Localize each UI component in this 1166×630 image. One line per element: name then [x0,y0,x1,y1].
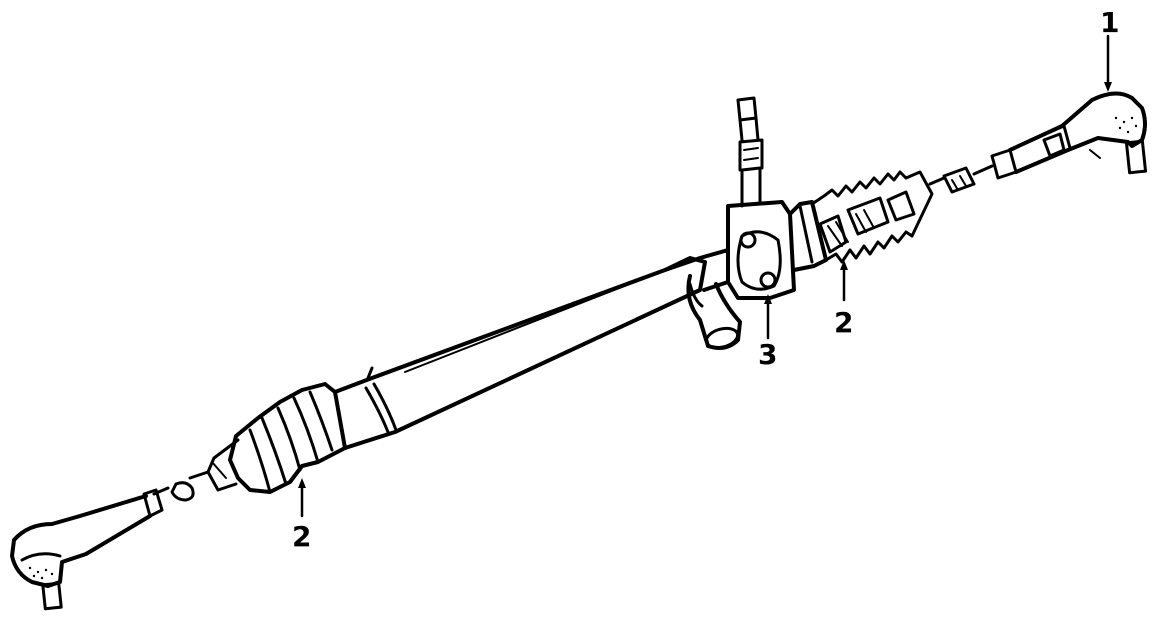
right-bellows-boot [810,170,934,264]
rack-housing-tube [333,256,707,450]
callout-3-label: 3 [758,338,777,371]
gear-housing [663,200,796,350]
ball-joint-stipple [28,566,54,580]
callout-2-left-label: 2 [292,520,311,553]
left-inner-tie-rod [142,470,210,518]
pinion-input-shaft [736,96,764,208]
right-rack-section [788,200,828,272]
ball-joint-stipple [1114,116,1138,134]
callout-1-label: 1 [1100,6,1119,39]
left-outer-tie-rod-end [10,494,152,611]
left-bellows-boot [206,382,347,494]
callout-2-right-label: 2 [834,306,853,339]
callout-leaders [298,34,1112,518]
right-outer-tie-rod-end [1008,91,1148,175]
right-inner-tie-rod [928,148,1018,194]
